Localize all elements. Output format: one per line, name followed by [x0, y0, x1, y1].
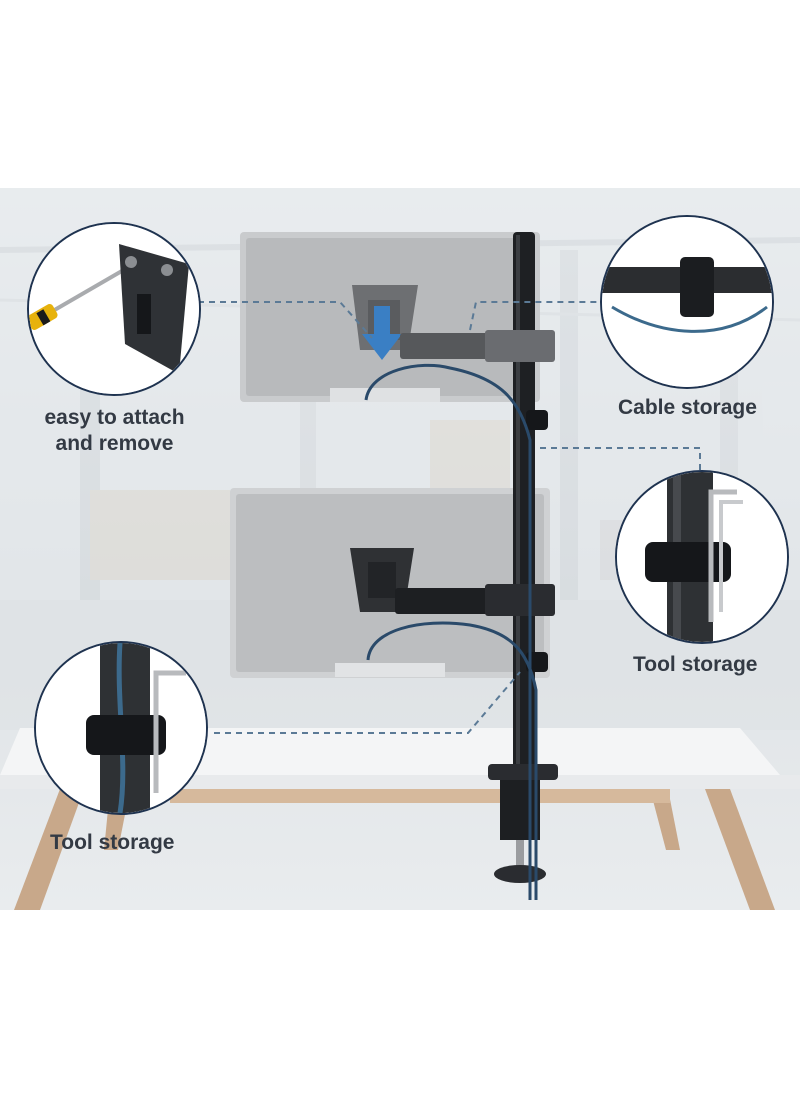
- tool-storage-circle-left: [34, 641, 208, 815]
- cable-storage-circle: [600, 215, 774, 389]
- attach-label-line2: and remove: [55, 432, 174, 455]
- allen-key-icon: [153, 670, 186, 793]
- tool-storage-label-right: Tool storage: [633, 653, 758, 676]
- upper-monitor: [240, 232, 540, 402]
- attach-label-line1: easy to attach: [44, 406, 185, 429]
- cable: [364, 363, 532, 900]
- bracket-icon: [119, 244, 189, 374]
- cable-storage-label: Cable storage: [618, 396, 757, 419]
- lower-monitor: [230, 488, 550, 678]
- screwdriver-icon: [29, 262, 136, 330]
- attach-label: easy to attach and remove: [32, 405, 197, 457]
- allen-key-icon: [708, 489, 743, 622]
- product-scene: easy to attach and remove Cable storage …: [0, 188, 800, 910]
- cable-clip-icon: [680, 257, 714, 317]
- tool-storage-circle-right: [615, 470, 789, 644]
- tool-storage-label-left: Tool storage: [50, 831, 175, 854]
- attach-detail-circle: [27, 222, 201, 396]
- callout-lines: [198, 301, 701, 734]
- attach-arrow-icon: [362, 306, 402, 360]
